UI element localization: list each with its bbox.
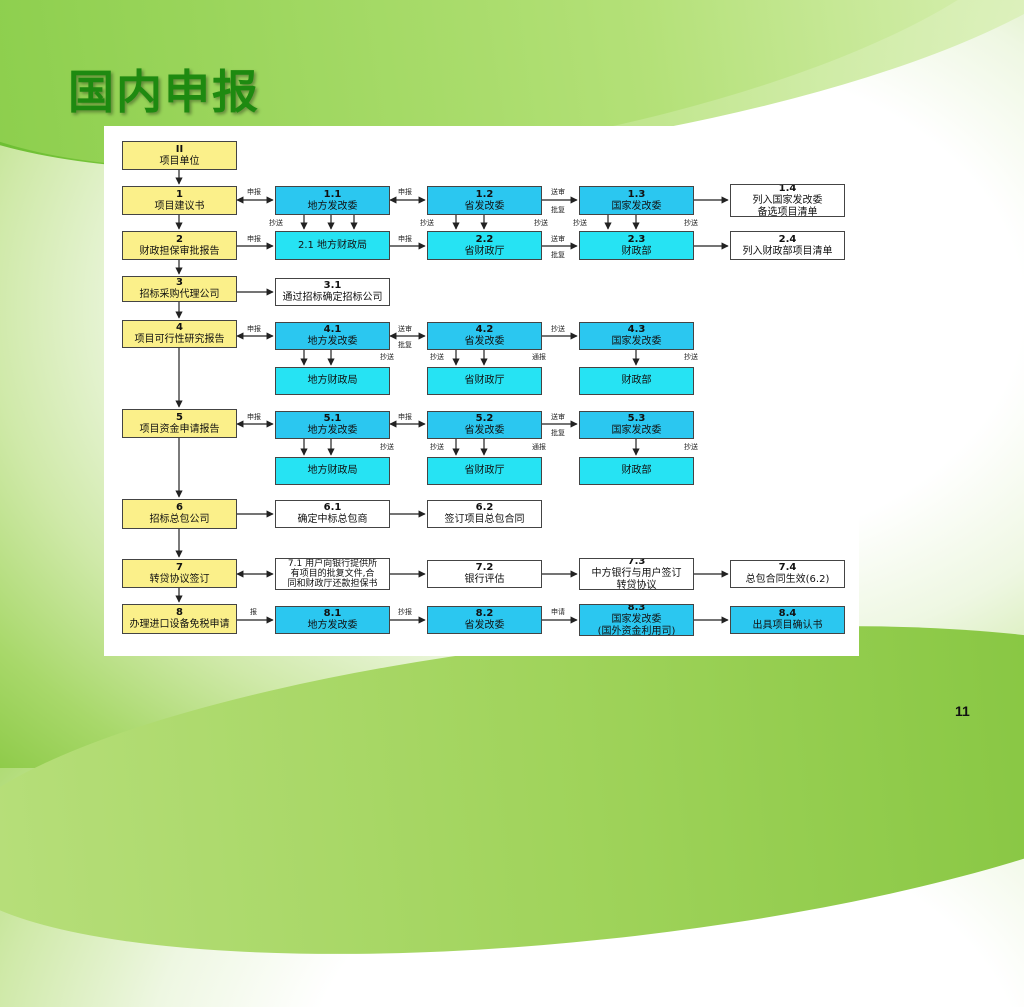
edge-label: 通报 (532, 443, 546, 451)
edge-label: 申报 (398, 188, 412, 196)
node-7-1-submit-documents-to-bank: 7.1 用户向银行提供所有项目的批复文件,合同和财政厅还款担保书 (275, 558, 390, 590)
slide-number: 11 (955, 703, 970, 719)
edge-label: 抄送 (420, 219, 434, 227)
node-4-3b-ministry-of-finance: 财政部 (579, 367, 694, 395)
edge-label: 抄送 (534, 219, 548, 227)
edge-label: 申报 (247, 413, 261, 421)
edge-label: 申报 (398, 413, 412, 421)
edge-label: 送审 (551, 235, 565, 243)
edge-label: 申报 (247, 325, 261, 333)
edge-label: 抄送 (551, 325, 565, 333)
edge-label: 申报 (247, 188, 261, 196)
node-5-1b-local-finance-bureau: 地方财政局 (275, 457, 390, 485)
slide-title: 国内申报 (68, 65, 260, 119)
edge-label: 批复 (551, 429, 565, 437)
edge-label: 抄送 (430, 353, 444, 361)
node-5-2b-provincial-finance-dept: 省财政厅 (427, 457, 542, 485)
edge-label: 申报 (247, 235, 261, 243)
edge-label: 抄送 (684, 353, 698, 361)
edge-label: 通报 (532, 353, 546, 361)
edge-label: 抄送 (269, 219, 283, 227)
node-2-1-local-finance-bureau: 2.1 地方财政局 (275, 231, 390, 260)
edge-label: 报 (250, 608, 257, 616)
node-5-3b-ministry-of-finance: 财政部 (579, 457, 694, 485)
edge-label: 申报 (398, 235, 412, 243)
flowchart-connectors (175, 170, 729, 624)
node-4-1b-local-finance-bureau: 地方财政局 (275, 367, 390, 395)
edge-label: 抄送 (430, 443, 444, 451)
edge-label: 送审 (551, 413, 565, 421)
edge-label: 批复 (398, 341, 412, 349)
edge-label: 批复 (551, 206, 565, 214)
edge-label: 抄送 (380, 443, 394, 451)
edge-label: 抄报 (398, 608, 412, 616)
edge-label: 批复 (551, 251, 565, 259)
edge-label: 送审 (551, 188, 565, 196)
edge-label: 抄送 (684, 219, 698, 227)
edge-label: 送审 (398, 325, 412, 333)
edge-label: 申请 (551, 608, 565, 616)
edge-label: 抄送 (380, 353, 394, 361)
edge-label: 抄送 (684, 443, 698, 451)
edge-label: 抄送 (573, 219, 587, 227)
node-4-2b-provincial-finance-dept: 省财政厅 (427, 367, 542, 395)
